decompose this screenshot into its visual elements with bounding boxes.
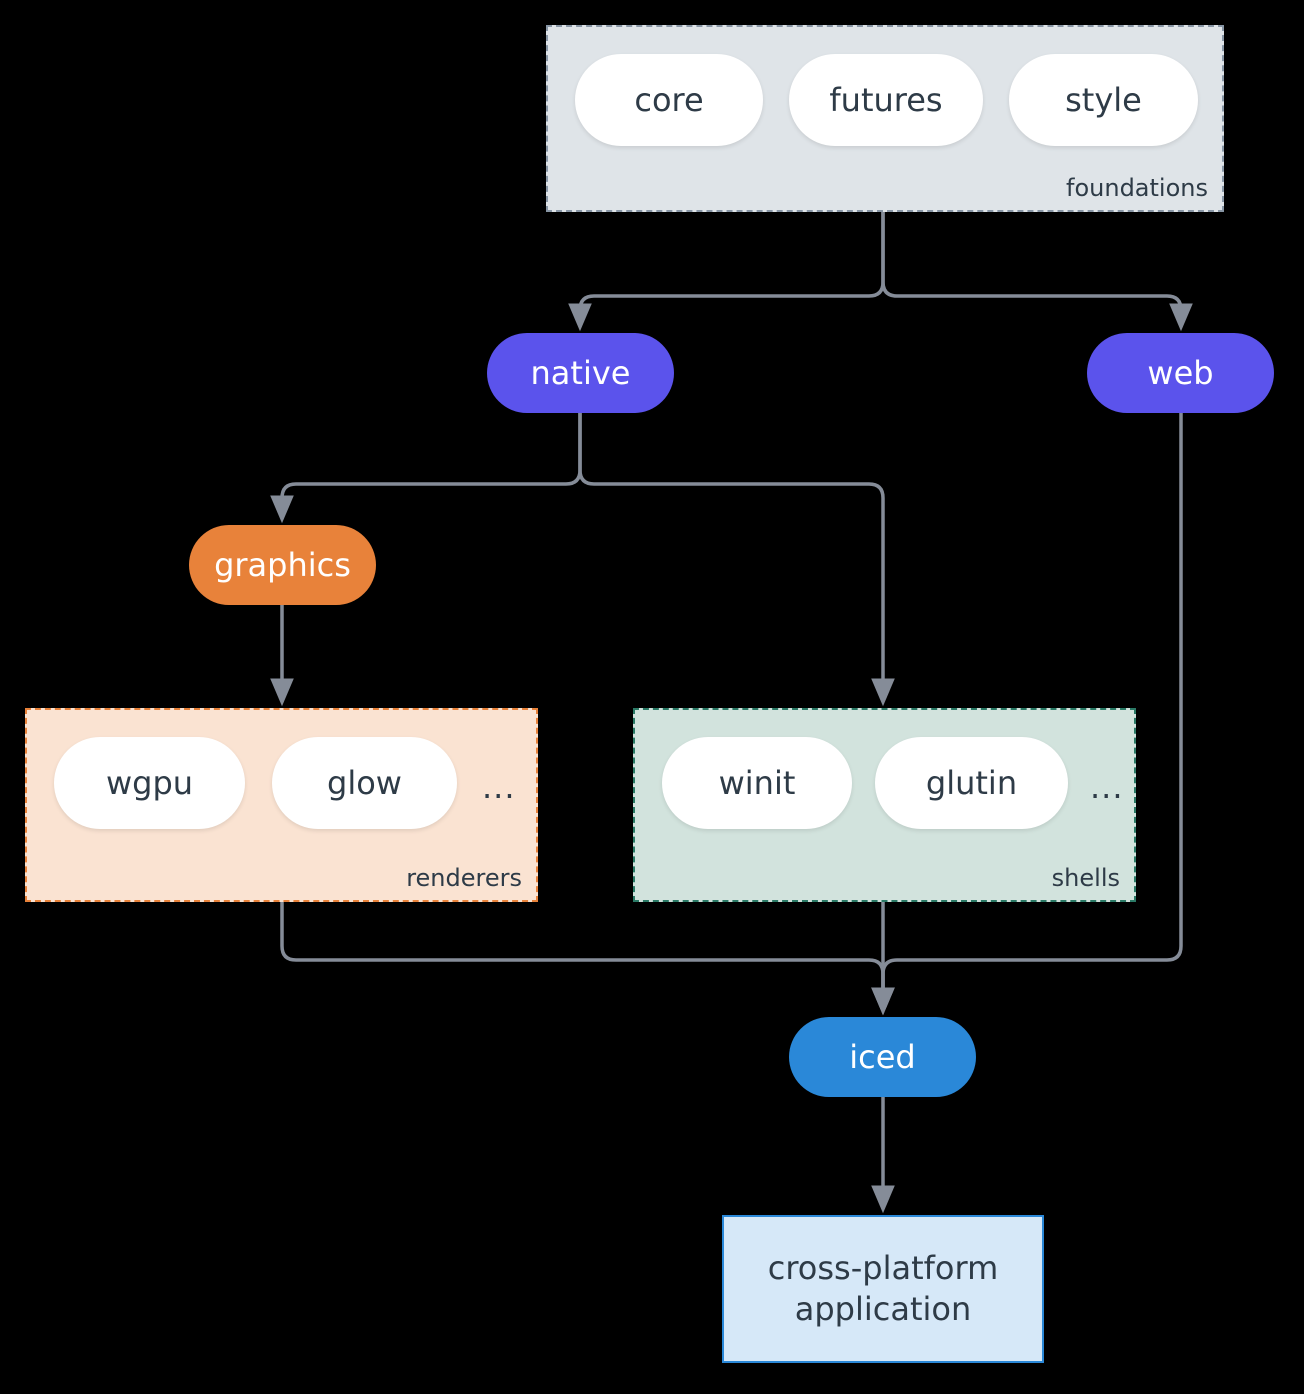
pill-winit[interactable]: winit <box>662 737 852 829</box>
pill-futures-label: futures <box>829 81 943 119</box>
node-native[interactable]: native <box>487 333 674 413</box>
cluster-shells-label: shells <box>1051 864 1120 892</box>
pill-winit-label: winit <box>718 764 796 802</box>
edge-renderers-iced <box>280 902 895 1016</box>
pill-core-label: core <box>634 81 704 119</box>
cluster-foundations: core futures style foundations <box>546 25 1224 212</box>
node-cross-platform-application[interactable]: cross-platform application <box>722 1215 1044 1363</box>
pill-glutin[interactable]: glutin <box>875 737 1068 829</box>
edge-foundations-web <box>881 212 1193 332</box>
pill-wgpu-label: wgpu <box>105 764 194 802</box>
shells-ellipsis: ... <box>1090 768 1124 806</box>
pill-style-label: style <box>1065 81 1142 119</box>
renderers-ellipsis: ... <box>482 768 516 806</box>
node-iced[interactable]: iced <box>789 1017 976 1097</box>
pill-core[interactable]: core <box>575 54 763 146</box>
cluster-foundations-label: foundations <box>1066 174 1208 202</box>
node-native-label: native <box>530 354 631 392</box>
cluster-renderers-label: renderers <box>406 864 522 892</box>
pill-glutin-label: glutin <box>925 764 1018 802</box>
node-web[interactable]: web <box>1087 333 1274 413</box>
node-application-line1: cross-platform <box>767 1249 999 1288</box>
node-graphics[interactable]: graphics <box>189 525 376 605</box>
node-web-label: web <box>1147 354 1214 392</box>
pill-futures[interactable]: futures <box>789 54 983 146</box>
cluster-renderers: wgpu glow ... renderers <box>25 708 538 902</box>
edge-native-graphics <box>270 413 582 524</box>
node-application-line2: application <box>794 1290 972 1328</box>
cluster-shells: winit glutin ... shells <box>633 708 1136 902</box>
edge-foundations-native <box>568 212 885 332</box>
node-iced-label: iced <box>849 1038 916 1076</box>
pill-glow[interactable]: glow <box>272 737 457 829</box>
node-graphics-label: graphics <box>214 546 351 584</box>
pill-style[interactable]: style <box>1009 54 1198 146</box>
edge-native-shells <box>578 413 895 707</box>
pill-glow-label: glow <box>327 764 402 802</box>
pill-wgpu[interactable]: wgpu <box>54 737 245 829</box>
